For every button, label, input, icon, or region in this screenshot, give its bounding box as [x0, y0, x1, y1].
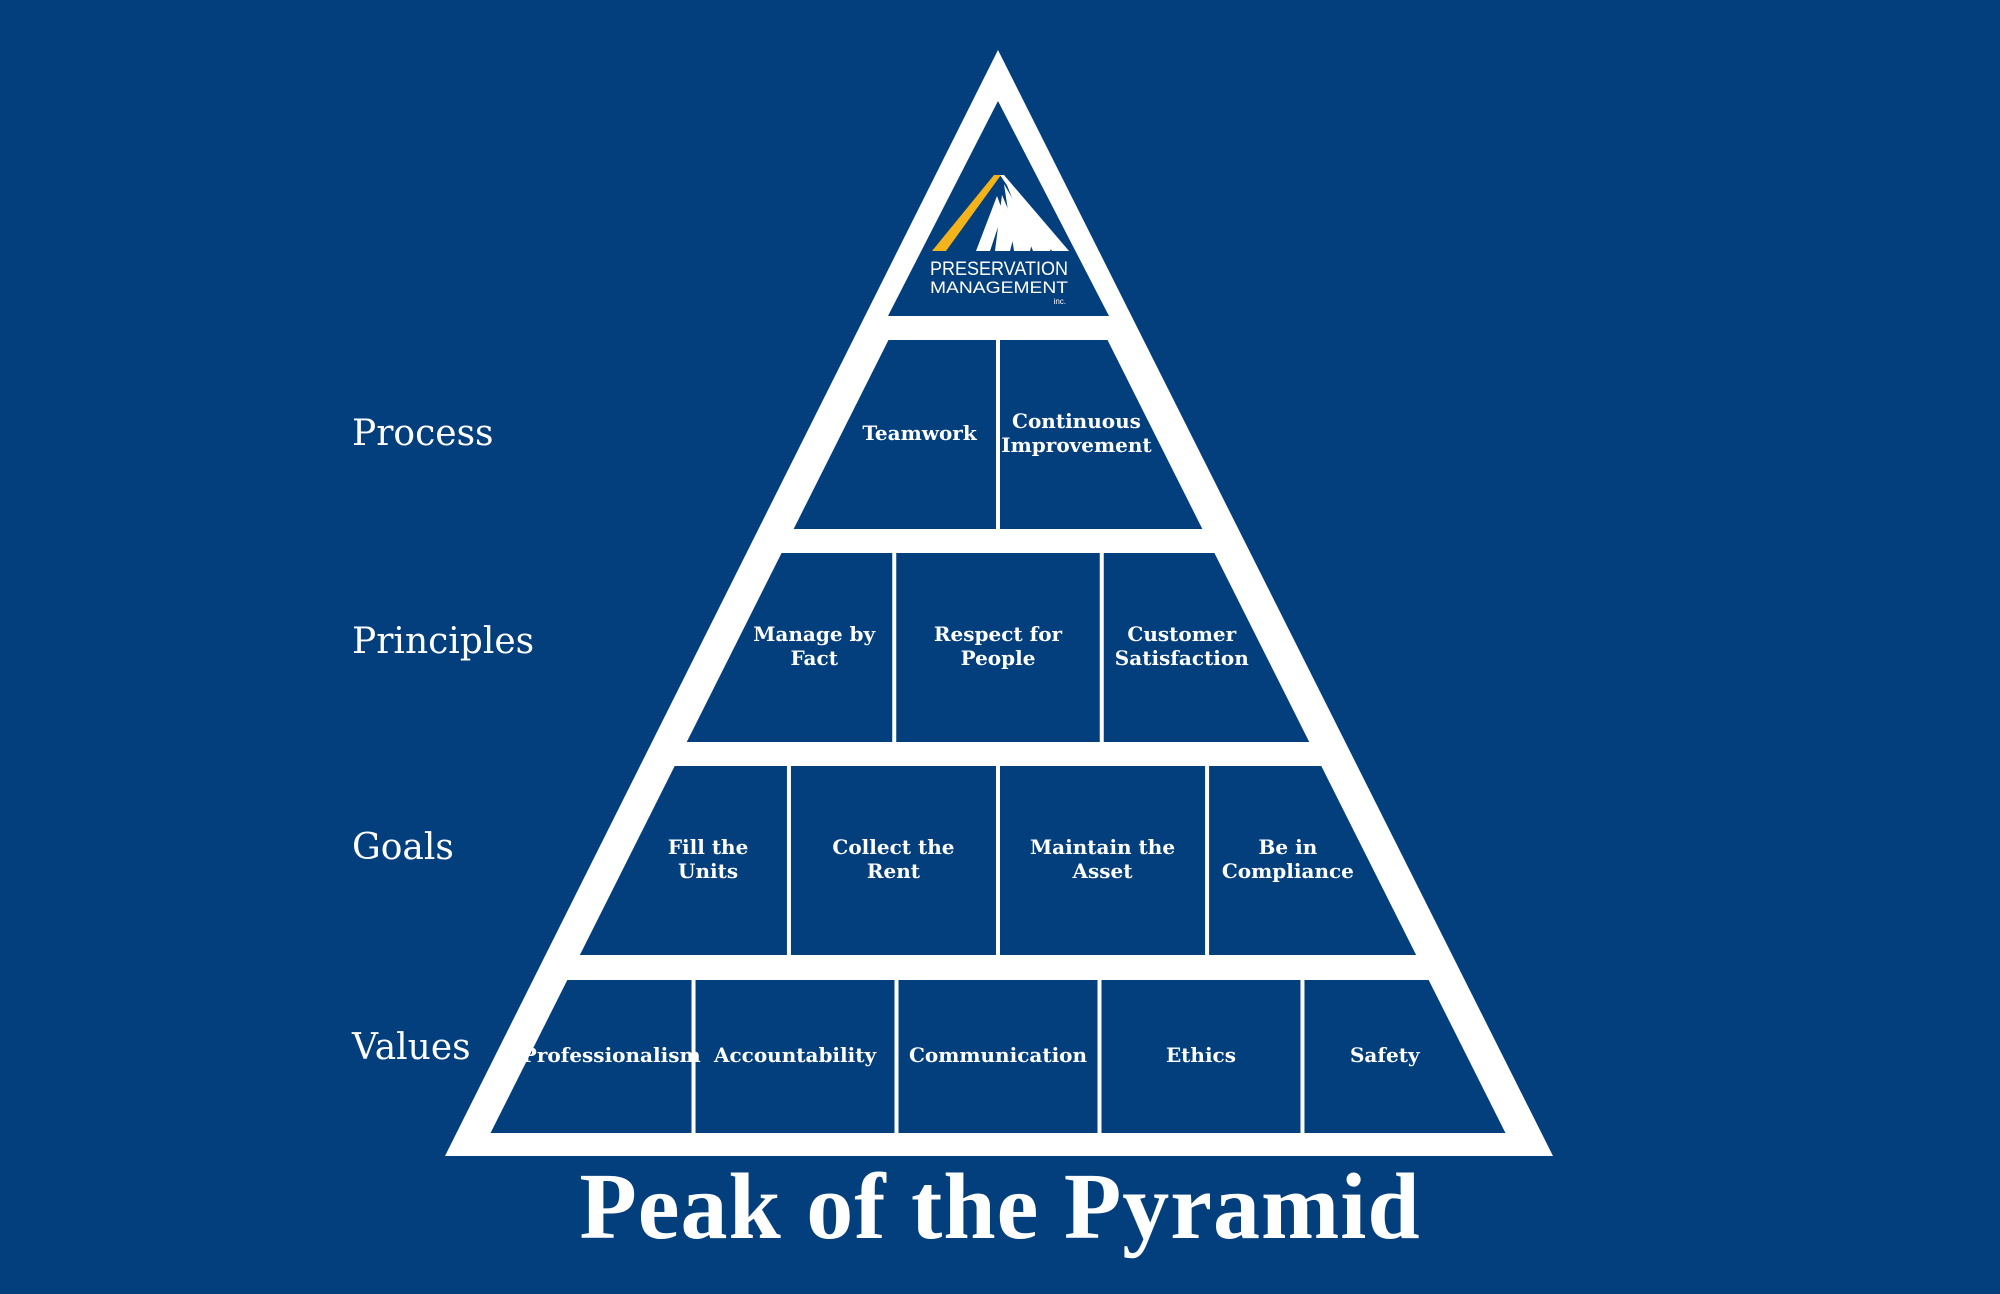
- logo-stripe-2: [995, 195, 1016, 251]
- tier-4-cell-5: [1304, 980, 1506, 1133]
- tier-2-cell-1: [686, 553, 893, 742]
- tier-2-cell-2-label: Respect for People: [933, 621, 1063, 670]
- company-logo: PRESERVATION MANAGEMENT inc.: [930, 175, 1069, 306]
- tier-4-cell-2-label: Accountability: [713, 1042, 877, 1067]
- tier-4-cell-1: [490, 980, 692, 1133]
- tier-3-cell-4-label: Be in Compliance: [1221, 834, 1354, 883]
- logo-stripe-1: [976, 196, 1003, 251]
- tier-1-cell-1-label: Teamwork: [862, 420, 977, 445]
- logo-accent-stripe: [932, 175, 1001, 251]
- tier-3-cell-3-label: Maintain the Asset: [1030, 834, 1176, 883]
- row-label-values: Values: [352, 1027, 471, 1068]
- tier-3-cell-2: [790, 766, 996, 955]
- tier-3-cell-2-label: Collect the Rent: [832, 834, 955, 883]
- tier-3-cell-3: [1000, 766, 1206, 955]
- tier-1-cell-1: [793, 340, 996, 529]
- tier-2-cell-3-label: Customer Satisfaction: [1114, 621, 1249, 670]
- tier-2-cell-1-label: Manage by Fact: [753, 621, 876, 670]
- logo-stripe-5: [1000, 175, 1069, 251]
- tier-3-cell-1-label: Fill the Units: [667, 834, 749, 883]
- diagram-title: Peak of the Pyramid: [579, 1155, 1421, 1259]
- logo-name-line1: PRESERVATION: [930, 259, 1068, 280]
- pyramid-tiers: [490, 340, 1506, 1133]
- row-label-process: Process: [352, 413, 494, 454]
- tier-4-cell-1-label: Professionalism: [521, 1042, 701, 1067]
- tier-2-cell-3: [1103, 553, 1310, 742]
- tier-3-cell-1: [579, 766, 787, 955]
- row-label-principles: Principles: [352, 621, 535, 662]
- tier-4-cell-2: [695, 980, 895, 1133]
- tier-4-cell-5-label: Safety: [1349, 1042, 1420, 1067]
- tier-4-cell-3-label: Communication: [908, 1042, 1088, 1067]
- row-label-goals: Goals: [352, 827, 454, 868]
- tier-2-cell-2: [896, 553, 1100, 742]
- tier-3-cell-4: [1209, 766, 1417, 955]
- tier-4-cell-4-label: Ethics: [1165, 1042, 1236, 1067]
- logo-name-line3: inc.: [1054, 297, 1066, 306]
- tier-1-cell-2: [1000, 340, 1203, 529]
- tier-4-cell-3: [898, 980, 1098, 1133]
- logo-name-line2: MANAGEMENT: [930, 278, 1068, 297]
- tier-1-cell-2-label: Continuous Improvement: [1001, 408, 1152, 457]
- tier-4-cell-4: [1101, 980, 1301, 1133]
